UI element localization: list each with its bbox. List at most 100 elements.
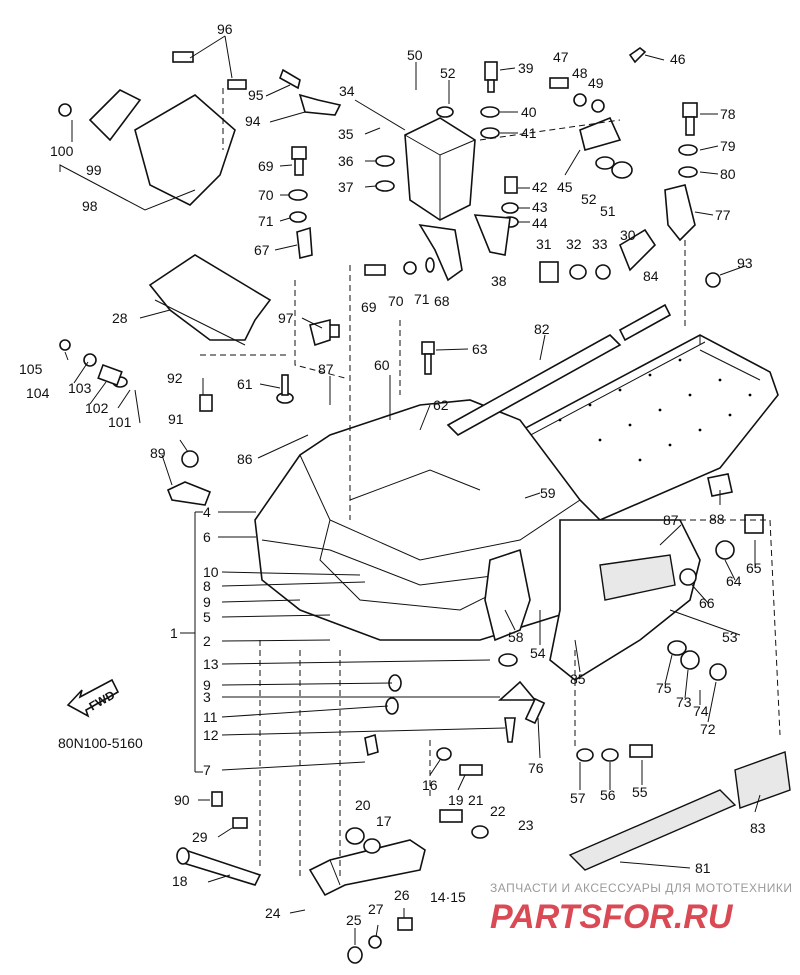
callout-69-top: 69 <box>258 158 274 174</box>
callout-75: 75 <box>656 680 672 696</box>
callout-85: 85 <box>570 671 586 687</box>
callout-29: 29 <box>192 829 208 845</box>
callout-99: 99 <box>86 162 102 178</box>
callout-72: 72 <box>700 721 716 737</box>
callout-96: 96 <box>217 21 233 37</box>
rear-side-frame <box>549 519 701 681</box>
callout-71-mid: 71 <box>414 291 430 307</box>
callout-23: 23 <box>518 817 534 833</box>
callout-24: 24 <box>265 905 281 921</box>
callout-25: 25 <box>346 912 362 928</box>
callout-92: 92 <box>167 370 183 386</box>
running-board-83 <box>734 751 791 809</box>
callout-4: 4 <box>203 504 211 520</box>
callout-42: 42 <box>532 179 548 195</box>
callout-36: 36 <box>338 153 354 169</box>
callout-57: 57 <box>570 790 586 806</box>
callout-58: 58 <box>508 629 524 645</box>
deck-rivets <box>558 358 752 462</box>
callout-43: 43 <box>532 199 548 215</box>
callout-2: 2 <box>203 633 211 649</box>
callout-64: 64 <box>726 573 742 589</box>
callout-94: 94 <box>245 113 261 129</box>
callout-60: 60 <box>374 357 390 373</box>
side-bracket <box>134 94 236 206</box>
callout-3: 3 <box>203 689 211 705</box>
callout-8: 8 <box>203 578 211 594</box>
callout-17: 17 <box>376 813 392 829</box>
running-board-81 <box>568 789 737 871</box>
callout-103: 103 <box>68 380 92 396</box>
callout-97: 97 <box>278 310 294 326</box>
callout-30: 30 <box>620 227 636 243</box>
callout-48: 48 <box>572 65 588 81</box>
front-inner-plate <box>484 548 531 642</box>
callout-81: 81 <box>695 860 711 876</box>
callout-34: 34 <box>339 83 355 99</box>
callout-100: 100 <box>50 143 74 159</box>
callout-56: 56 <box>600 787 616 803</box>
callout-71-top: 71 <box>258 213 274 229</box>
callout-66: 66 <box>699 595 715 611</box>
strip-84 <box>618 303 672 342</box>
callout-88: 88 <box>709 511 725 527</box>
callout-89: 89 <box>150 445 166 461</box>
callout-86: 86 <box>237 451 253 467</box>
callout-79: 79 <box>720 138 736 154</box>
callout-38: 38 <box>491 273 507 289</box>
callout-45: 45 <box>557 179 573 195</box>
callout-95: 95 <box>248 87 264 103</box>
callout-52-mid: 52 <box>581 191 597 207</box>
callout-90: 90 <box>174 792 190 808</box>
callout-5: 5 <box>203 609 211 625</box>
callout-49: 49 <box>588 75 604 91</box>
leader-lines <box>59 35 781 945</box>
callout-44: 44 <box>532 215 548 231</box>
callout-70-mid: 70 <box>388 293 404 309</box>
callout-41: 41 <box>521 125 537 141</box>
callout-labels: 96 95 94 100 99 98 50 52 34 35 36 37 39 … <box>19 21 766 928</box>
callout-20: 20 <box>355 797 371 813</box>
callout-10: 10 <box>203 564 219 580</box>
callout-40: 40 <box>521 104 537 120</box>
callout-62: 62 <box>433 397 449 413</box>
callout-104: 104 <box>26 385 50 401</box>
callout-11: 11 <box>203 709 218 725</box>
callout-46: 46 <box>670 51 686 67</box>
callout-53: 53 <box>722 629 738 645</box>
callout-78: 78 <box>720 106 736 122</box>
callout-7: 7 <box>203 762 211 778</box>
callout-83: 83 <box>750 820 766 836</box>
strip-82 <box>446 334 622 436</box>
callout-13: 13 <box>203 656 219 672</box>
callout-32: 32 <box>566 236 582 252</box>
callout-6: 6 <box>203 529 211 545</box>
callout-91: 91 <box>168 411 184 427</box>
callout-73: 73 <box>676 694 692 710</box>
callout-63: 63 <box>472 341 488 357</box>
diagram-part-code: 80N100-5160 <box>58 735 143 751</box>
callout-87-right: 87 <box>663 512 679 528</box>
callout-14-15: 14·15 <box>430 889 466 905</box>
callout-52-top: 52 <box>440 65 456 81</box>
callout-102: 102 <box>85 400 109 416</box>
callout-51: 51 <box>600 203 616 219</box>
callout-105: 105 <box>19 361 43 377</box>
side-plate-99 <box>88 89 142 142</box>
callout-21: 21 <box>468 792 484 808</box>
callout-68: 68 <box>434 293 450 309</box>
callout-9-upper: 9 <box>203 594 211 610</box>
callout-27: 27 <box>368 901 384 917</box>
callout-28: 28 <box>112 310 128 326</box>
callout-65: 65 <box>746 560 762 576</box>
callout-55: 55 <box>632 784 648 800</box>
callout-59: 59 <box>540 485 556 501</box>
callout-77: 77 <box>715 207 731 223</box>
callout-101: 101 <box>108 414 132 430</box>
callout-19: 19 <box>448 792 464 808</box>
callout-80: 80 <box>720 166 736 182</box>
watermark-brand: PARTSFOR.RU <box>490 898 734 936</box>
callout-16: 16 <box>422 777 438 793</box>
